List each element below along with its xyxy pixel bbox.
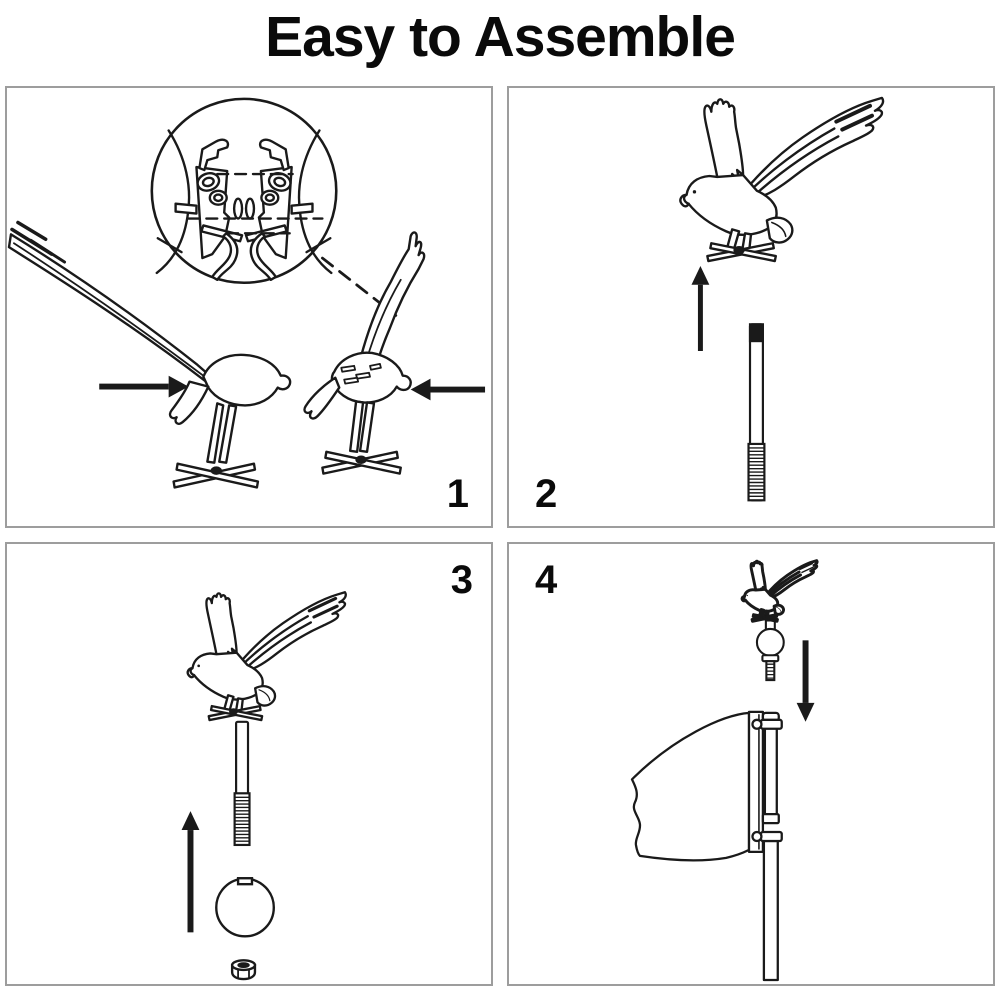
step-panel-2: 2 xyxy=(507,86,995,528)
illustration-ball-and-nut xyxy=(181,590,348,981)
threaded-rod xyxy=(747,323,766,502)
up-arrow-icon xyxy=(181,811,200,933)
flag-clip-bottom xyxy=(759,830,783,843)
steps-grid: 1 2 xyxy=(5,86,995,986)
step-panel-4: 4 xyxy=(507,542,995,986)
push-arrow-right-icon xyxy=(99,383,169,390)
flagpole-upper xyxy=(763,717,778,824)
flag-sleeve xyxy=(747,710,765,854)
topper-ball xyxy=(755,627,785,657)
step-panel-3: 3 xyxy=(5,542,493,986)
illustration-eagle-halves-joining xyxy=(7,97,486,489)
mini-eagle xyxy=(740,559,819,623)
flag-clip-top xyxy=(759,718,783,730)
step-number-3: 3 xyxy=(450,558,473,602)
wing-piece-left xyxy=(7,220,292,489)
illustration-topper-onto-flagpole xyxy=(630,559,819,982)
rod-under-eagle xyxy=(233,720,251,847)
flag xyxy=(630,711,751,862)
down-arrow-icon xyxy=(796,640,815,722)
illustration-eagle-onto-rod xyxy=(678,95,886,502)
body-piece-right xyxy=(303,231,426,475)
step-number-4: 4 xyxy=(535,558,558,602)
ball-ornament xyxy=(215,877,275,938)
push-arrow-left-icon xyxy=(428,386,486,393)
topper-assembly xyxy=(755,619,785,682)
flagpole-joint xyxy=(761,813,780,825)
joint-half-left xyxy=(174,138,244,281)
magnifier-circle xyxy=(150,97,338,285)
step-number-1: 1 xyxy=(446,472,469,516)
step-number-2: 2 xyxy=(535,472,558,516)
assembled-eagle xyxy=(186,590,348,722)
page-title: Easy to Assemble xyxy=(265,5,736,69)
step-panel-1: 1 xyxy=(5,86,493,528)
assembled-eagle xyxy=(678,95,886,264)
up-arrow-icon xyxy=(691,265,710,351)
hex-nut xyxy=(230,959,257,981)
flagpole-lower xyxy=(762,839,779,982)
